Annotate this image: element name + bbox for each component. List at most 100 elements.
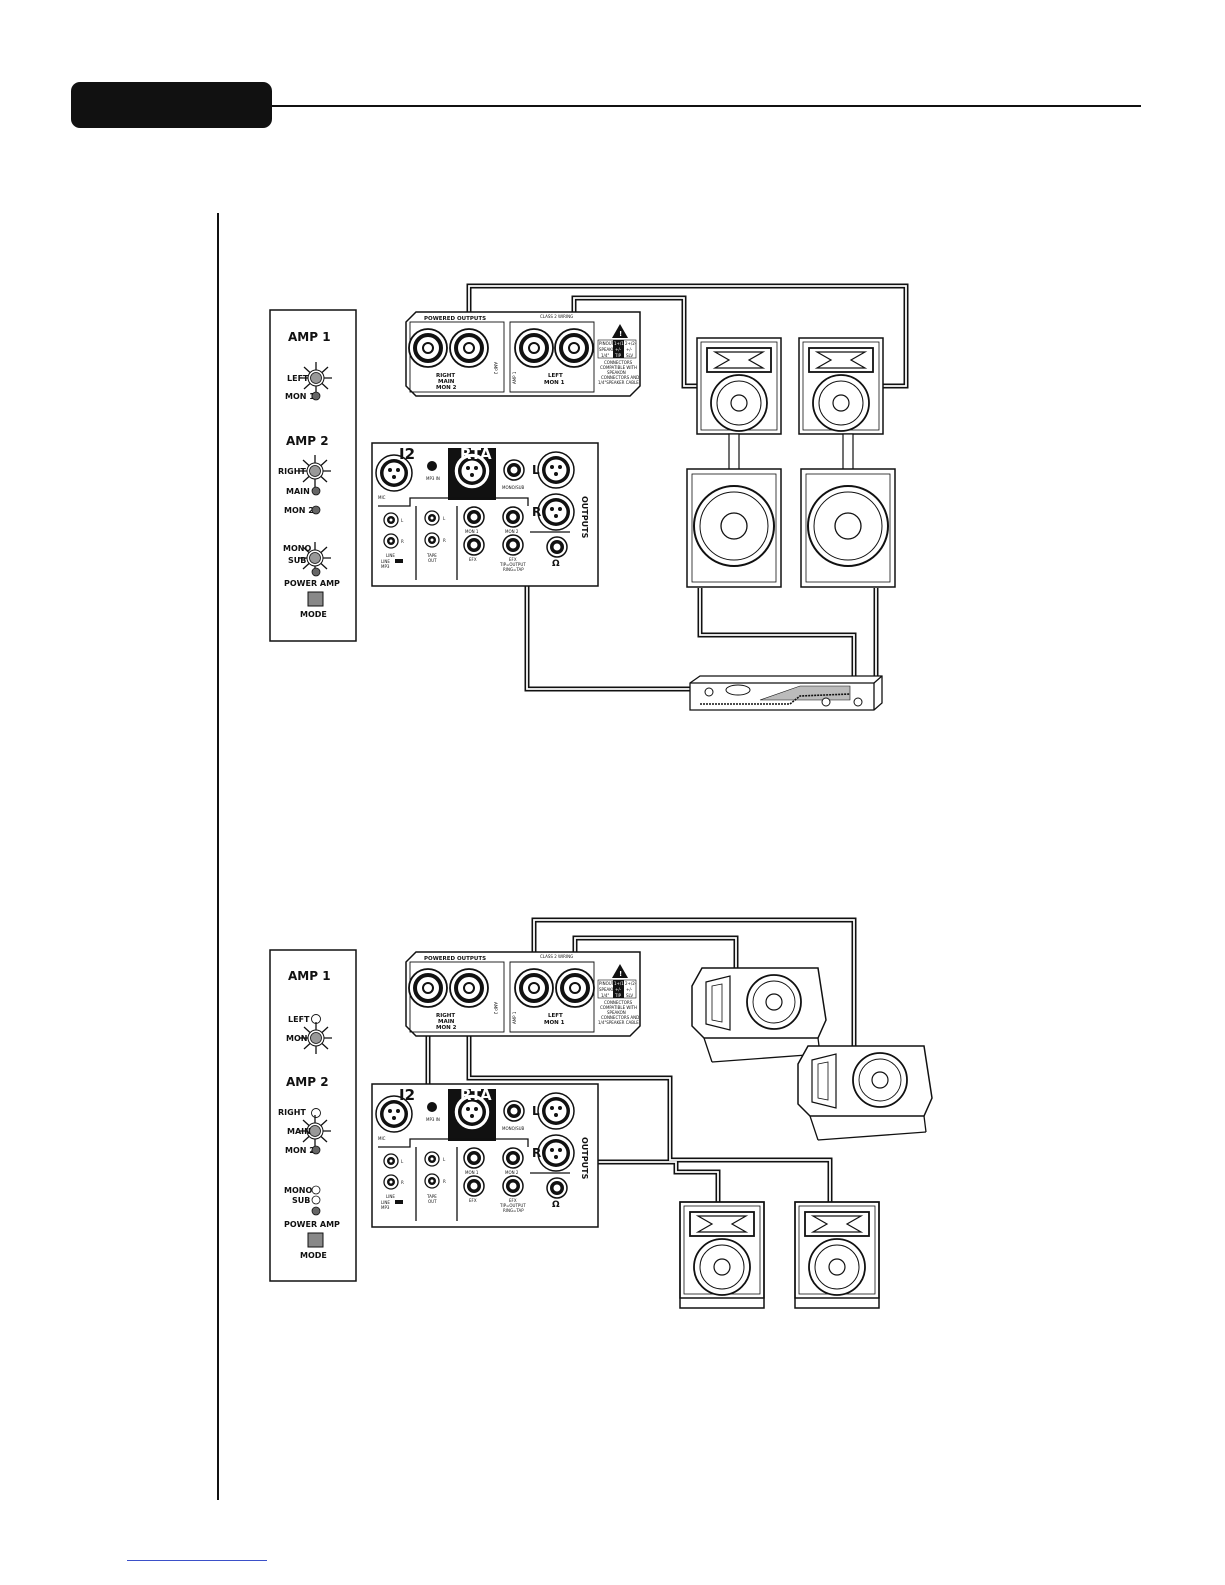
line-label: LINE (386, 553, 395, 558)
right-label: RIGHT (278, 1108, 306, 1117)
mono-sub-jack[interactable] (503, 1100, 525, 1122)
tape-out-label2: OUT (428, 1199, 437, 1204)
line-in-l-rca[interactable] (383, 1153, 399, 1169)
mode-label: MODE (300, 1251, 327, 1260)
line-in-r-rca[interactable] (383, 1174, 399, 1190)
monosub-label: MONO/SUB (502, 485, 525, 490)
efx-label: EFX (469, 1198, 477, 1203)
main-speaker-right (794, 1201, 880, 1299)
output-r-xlr[interactable] (537, 493, 575, 531)
right-label: RIGHT (278, 467, 306, 476)
left-mon1-speakon-a[interactable] (513, 967, 555, 1009)
mon2-jack[interactable] (502, 506, 524, 528)
amp2-vertical-label: AMP 2 (493, 362, 498, 375)
svg-text:!: ! (619, 970, 622, 978)
left-line2: MON 1 (544, 1020, 565, 1026)
mode-button[interactable] (307, 591, 324, 607)
mode-button[interactable] (307, 1232, 324, 1248)
line-in-r-label: R (401, 539, 404, 544)
tape-out-r-rca[interactable] (424, 1173, 440, 1189)
output-l-label: L (532, 463, 540, 477)
table-r3c2: TIP (614, 993, 622, 998)
tape-out-l-label: L (443, 516, 446, 521)
efx-label: EFX (469, 557, 477, 562)
table-r1c3: 2+/2- (625, 341, 637, 346)
mon2-led-icon (311, 505, 321, 515)
mp3in-label: MP3 IN (426, 1117, 440, 1122)
left-margin-rule (217, 213, 219, 1500)
amp1-label: AMP 1 (288, 969, 331, 983)
left-mon1-speakon-a[interactable] (513, 327, 555, 369)
amp2-vertical-label: AMP 2 (493, 1002, 498, 1015)
line-switch-label: LINE (381, 1200, 390, 1205)
mon2-label: MON 2 (284, 506, 314, 515)
efx-jack[interactable] (463, 1175, 485, 1197)
speaker-pole-left (728, 433, 740, 471)
warning-icon (612, 964, 628, 978)
sub-label: SUB (288, 556, 306, 565)
main-label: MAIN (287, 1127, 311, 1136)
right-main-speakon-b[interactable] (448, 967, 490, 1009)
table-r2c1: SPEAKON (599, 347, 618, 352)
warning-line5: 1/4"SPEAKER CABLE (598, 1020, 639, 1025)
warning-line1: CONNECTORS (604, 1000, 633, 1005)
warning-line5: 1/4"SPEAKER CABLE (598, 380, 639, 385)
mono-label: MONO (284, 1186, 312, 1195)
tape-out-label1: TAPE (426, 553, 437, 558)
output-l-xlr[interactable] (537, 451, 575, 489)
tape-out-r-rca[interactable] (424, 532, 440, 548)
table-r1c2: 1+/1- (614, 341, 626, 346)
headphone-jack[interactable] (546, 1177, 568, 1199)
efx-note2: RING=TAP (503, 1208, 524, 1213)
left-mon1-speakon-b[interactable] (554, 967, 596, 1009)
right-main-speakon-b[interactable] (448, 327, 490, 369)
output-l-label: L (532, 1104, 540, 1118)
output-r-xlr[interactable] (537, 1134, 575, 1172)
warning-line2: COMPATIBLE WITH (600, 1005, 637, 1010)
efx-note1: TIP=OUTPUT (499, 1203, 526, 1208)
amp2-label: AMP 2 (286, 434, 329, 448)
right-main-speakon-a[interactable] (407, 327, 449, 369)
tape-out-label2: OUT (428, 558, 437, 563)
left-mon1-speakon-b[interactable] (553, 327, 595, 369)
efx-note2: RING=TAP (503, 567, 524, 572)
headphone-jack[interactable] (546, 536, 568, 558)
right-main-speakon-a[interactable] (407, 967, 449, 1009)
table-r1c1: PINOUT (599, 981, 615, 986)
efx-tap-jack[interactable] (502, 534, 524, 556)
mode-label: MODE (300, 610, 327, 619)
tape-out-l-rca[interactable] (424, 1151, 440, 1167)
mon1-jack[interactable] (463, 1147, 485, 1169)
sub-led-icon (311, 1195, 321, 1205)
mp3-in-jack-icon[interactable] (427, 1102, 437, 1112)
table-r3c1: 1/4" (601, 353, 609, 358)
line-in-l-rca[interactable] (383, 512, 399, 528)
headphone-icon: Ω (552, 1200, 560, 1210)
mon1-label: MON 1 (285, 392, 315, 401)
tape-out-label1: TAPE (426, 1194, 437, 1199)
warning-line4: CONNECTORS AND (601, 375, 639, 380)
line-mp3-switch[interactable] (395, 559, 403, 563)
efx-jack[interactable] (463, 534, 485, 556)
table-r1c2: 1+/1- (614, 981, 626, 986)
efx-tap-jack[interactable] (502, 1175, 524, 1197)
line-in-r-rca[interactable] (383, 533, 399, 549)
header-rule (272, 105, 1141, 107)
mon1-jack[interactable] (463, 506, 485, 528)
warning-line3: SPEAKON (607, 1010, 626, 1015)
top-speaker-right (798, 337, 884, 435)
table-r1c3: 2+/2- (625, 981, 637, 986)
tape-out-l-rca[interactable] (424, 510, 440, 526)
figure1-speakers (686, 337, 896, 588)
output-l-xlr[interactable] (537, 1092, 575, 1130)
mono-sub-jack[interactable] (503, 459, 525, 481)
figure1-powered-outputs-panel: POWERED OUTPUTS CLASS 2 WIRING RIGHT MAI… (405, 311, 641, 397)
mon-label: MON (286, 1034, 307, 1043)
mp3in-label: MP3 IN (426, 476, 440, 481)
efx-note1: TIP=OUTPUT (499, 562, 526, 567)
mon2-jack[interactable] (502, 1147, 524, 1169)
line-mp3-switch[interactable] (395, 1200, 403, 1204)
power-amp-label: POWER AMP (284, 579, 340, 588)
mp3-in-jack-icon[interactable] (427, 461, 437, 471)
